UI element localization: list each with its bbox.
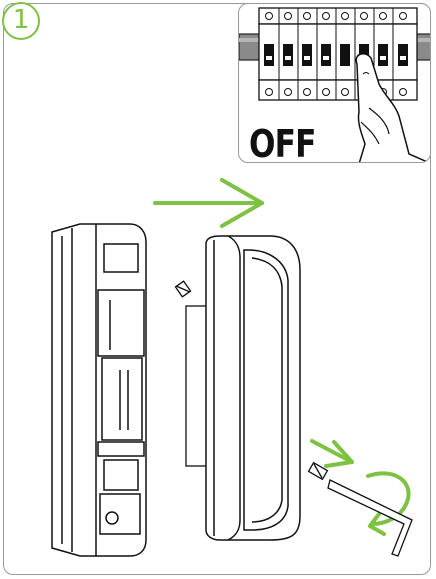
- back-plate: [186, 306, 208, 466]
- front-cover: [206, 236, 300, 540]
- hex-key-icon: [328, 480, 412, 556]
- wall-mount-base: [52, 224, 146, 556]
- move-arrow-icon: [155, 180, 262, 226]
- rotate-arrow-icon: [312, 441, 409, 534]
- screw-icon: [175, 281, 190, 297]
